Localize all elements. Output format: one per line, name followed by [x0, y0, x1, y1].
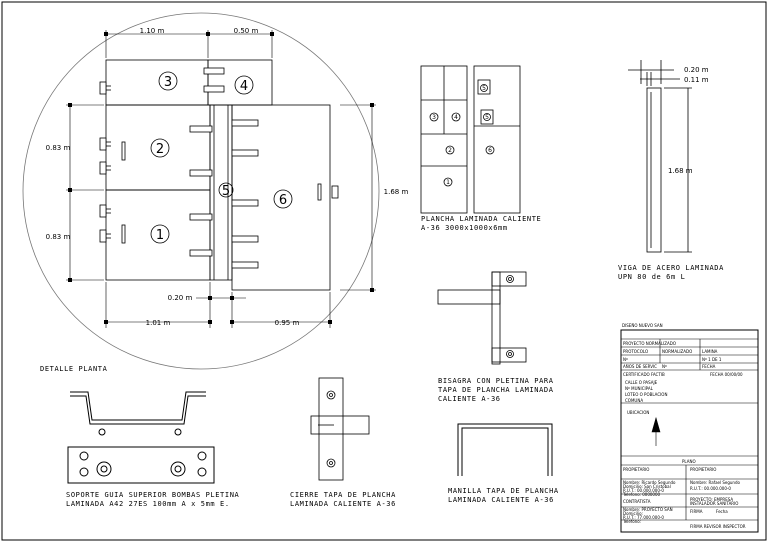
tb-propietario-right: PROPIETARIO — [690, 467, 716, 472]
tb-row5-left: CERTIFICADO FACTIB — [623, 372, 665, 377]
dim-bottom-small: 0.20 m — [168, 294, 193, 302]
tb-row2-mid: NORMALIZADO — [662, 349, 692, 354]
tb-revisor: Fecha — [716, 509, 728, 514]
plancha-num-4: 4 — [454, 114, 458, 121]
tb-cont-2: Domicilio: — [623, 511, 643, 516]
tb-row3-left: Nº — [623, 357, 628, 362]
dim-left-lower: 0.83 m — [46, 233, 71, 241]
tb-row2-left: PROTOCOLO — [623, 349, 648, 354]
manilla-caption-1: MANILLA TAPA DE PLANCHA — [448, 487, 559, 495]
tb-nombre-1: Nombre: Ricardo Segundo — [623, 480, 676, 485]
panel-number-3: 3 — [164, 75, 172, 90]
viga-caption-1: VIGA DE ACERO LAMINADA — [618, 264, 724, 272]
soporte-caption-1: SOPORTE GUIA SUPERIOR BOMBAS PLETINA — [66, 491, 240, 499]
bisagra-caption-1: BISAGRA CON PLETINA PARA — [438, 377, 554, 385]
tb-contratista: CONTRATISTA — [623, 499, 651, 504]
soporte-caption-2: LAMINADA A42 27ES 100mm A x 5mm E. — [66, 500, 230, 508]
viga-dim-top: 0.20 m — [684, 66, 709, 74]
dim-bottom-left: 1.01 m — [146, 319, 171, 327]
tb-ubicacion: UBICACION — [627, 410, 649, 415]
soporte-view — [67, 391, 215, 484]
tb-right-nombre-1: Nombre: Rafael Segundo — [690, 480, 741, 485]
tb-row3-right: Nº 1 DE 1 — [702, 357, 722, 362]
tb-address-2: Nº MUNICIPAL — [625, 386, 654, 391]
title-block — [620, 329, 759, 533]
tb-cont-1: Nombre: PROYECTO SAN — [623, 507, 673, 512]
plancha-view — [420, 65, 521, 214]
plancha-num-3: 3 — [432, 114, 436, 121]
tb-row1-left: PROYECTO NORMALIZADO — [623, 341, 676, 346]
plancha-num-5a: 5 — [482, 85, 486, 92]
panel-number-5: 5 — [222, 184, 230, 199]
tb-row4-left: AÑOS DE SERVIC — [623, 364, 657, 369]
plan-title: DETALLE PLANTA — [40, 365, 108, 373]
dim-top-right: 0.50 m — [234, 27, 259, 35]
tb-row4-mid: Nº — [662, 364, 667, 369]
tb-row2-right: LAMINA — [702, 349, 718, 354]
tb-cont-3: R.U.T.: 77.000.000-0 — [623, 515, 664, 520]
viga-view — [628, 60, 692, 253]
tb-header: DISEÑO NUEVO SAN — [622, 323, 663, 328]
dim-bottom-right: 0.95 m — [275, 319, 300, 327]
tb-comuna: COMUNA — [625, 398, 643, 403]
plancha-num-1: 1 — [446, 179, 450, 186]
tb-cont-right-2: INSTALADOR SANITARIO — [690, 501, 738, 506]
plancha-num-5b: 5 — [485, 114, 489, 121]
panel-6 — [231, 104, 331, 291]
detail-circle — [22, 12, 380, 370]
panel-number-4: 4 — [240, 79, 248, 94]
tb-nombre-4: Telefono: 0000000 — [622, 492, 661, 497]
cierre-caption-1: CIERRE TAPA DE PLANCHA — [290, 491, 396, 499]
panel-number-6: 6 — [279, 193, 287, 208]
bisagra-caption-3: CALIENTE A-36 — [438, 395, 501, 403]
plancha-caption-2: A-36 3000x1000x6mm — [421, 224, 508, 232]
panel-3 — [105, 59, 209, 106]
tb-row4-right: FECHA — [702, 364, 716, 369]
dim-top-left: 1.10 m — [140, 27, 165, 35]
tb-nombre-2: Domicilio: San Cristobal — [623, 484, 671, 489]
tb-address-1: CALLE O PASAJE — [625, 380, 658, 385]
viga-dim-height: 1.68 m — [668, 167, 693, 175]
tb-footer: FIRMA REVISOR INSPECTOR — [690, 524, 746, 529]
tb-mid-header: PLANO — [682, 459, 696, 464]
plancha-num-6: 6 — [488, 147, 492, 154]
panel-number-1: 1 — [156, 228, 164, 243]
plancha-num-2: 2 — [448, 147, 452, 154]
dim-right-height: 1.68 m — [384, 188, 409, 196]
tb-firma: FIRMA — [690, 509, 703, 514]
bisagra-view — [437, 271, 527, 365]
plancha-caption-1: PLANCHA LAMINADA CALIENTE — [421, 215, 541, 223]
cierre-caption-2: LAMINADA CALIENTE A-36 — [290, 500, 396, 508]
tb-cont-right-1: PROYECTO: EMPRESA — [690, 497, 733, 502]
tb-cont-4: Telefono: — [622, 519, 641, 524]
manilla-caption-2: LAMINADA CALIENTE A-36 — [448, 496, 554, 504]
panel-number-2: 2 — [156, 142, 164, 157]
cierre-view — [310, 377, 370, 481]
manilla-view — [457, 423, 553, 476]
dim-left-upper: 0.83 m — [46, 144, 71, 152]
tb-nombre-3: R.U.T.: 00.000.000-0 — [623, 488, 664, 493]
tb-right-nombre-2: R.U.T.: 00.000.000-0 — [690, 486, 731, 491]
tb-propietario: PROPIETARIO — [623, 467, 649, 472]
bisagra-caption-2: TAPA DE PLANCHA LAMINADA — [438, 386, 554, 394]
tb-address-3: LOTEO O POBLACION — [625, 392, 667, 397]
tb-row5-right: FECHA 00/00/00 — [710, 372, 743, 377]
viga-dim-inner: 0.11 m — [684, 76, 709, 84]
viga-caption-2: UPN 80 de 6m L — [618, 273, 685, 281]
plan-view — [22, 12, 380, 370]
